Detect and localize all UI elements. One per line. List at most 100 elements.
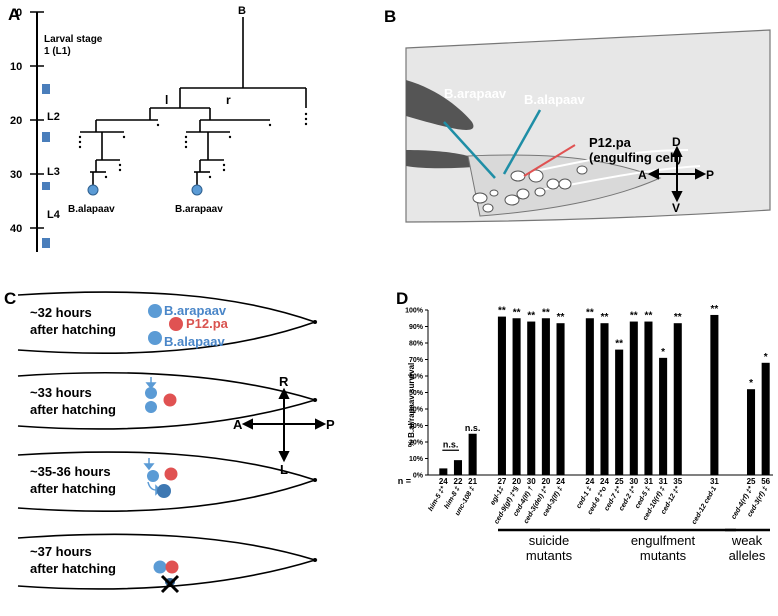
orientation-axis-c <box>241 387 327 463</box>
stage-label-l3: L3 <box>47 166 60 178</box>
time-3-line2: after hatching <box>30 481 116 496</box>
time-1-line2: after hatching <box>30 322 116 337</box>
significance-label: ** <box>527 311 535 322</box>
n-value: 31 <box>659 477 668 486</box>
bar <box>615 349 624 475</box>
stage-label-l4: L4 <box>47 209 61 221</box>
panel-label-d: D <box>396 289 408 308</box>
tick-label-10: 10 <box>10 61 22 73</box>
cell-dot-right <box>191 184 203 196</box>
significance-label: * <box>749 378 753 389</box>
time-3-line1: ~35-36 hours <box>30 464 111 479</box>
significance-label: ** <box>557 312 565 323</box>
significance-label: * <box>661 347 665 358</box>
panel-d: D % B.al/rapaav survival n = 0%10%20%30%… <box>370 280 778 611</box>
chart-content: 0%10%20%30%40%50%60%70%80%90%100%24him-5… <box>405 304 773 526</box>
cell-p12pa-stage1 <box>169 317 183 331</box>
category-label: him-5 ‡* <box>427 485 447 512</box>
bar <box>710 314 719 475</box>
n-value: 24 <box>585 477 594 486</box>
n-value: 20 <box>512 477 521 486</box>
stage-heading-line1: Larval stage <box>44 34 103 45</box>
time-4-line2: after hatching <box>30 561 116 576</box>
label-c-arapaav: B.arapaav <box>164 303 227 318</box>
cell-p12pa-stage2 <box>163 393 177 407</box>
axis-c-l: L <box>280 462 288 477</box>
group-label-suicide: suicide <box>529 533 569 548</box>
label-c-p12pa: P12.pa <box>186 316 229 331</box>
significance-label: ** <box>586 307 594 318</box>
y-axis-title: % B.al/rapaav survival <box>407 363 416 448</box>
time-2-line2: after hatching <box>30 402 116 417</box>
branch-label-l: l <box>165 93 168 107</box>
branch-label-r: r <box>226 93 231 107</box>
y-tick-label: 20% <box>409 440 424 447</box>
time-2-line1: ~33 hours <box>30 385 92 400</box>
lineage-root-label: B <box>238 5 246 17</box>
cell-alapaav-stage1 <box>148 331 162 345</box>
axis-b-a: A <box>638 168 647 182</box>
n-label: n = <box>398 476 411 486</box>
label-b-alapaav: B.alapaav <box>524 92 585 107</box>
cell-survivor-stage4 <box>153 560 167 574</box>
panel-label-a: A <box>8 5 20 24</box>
time-4-line1: ~37 hours <box>30 544 92 559</box>
ns-label: n.s. <box>443 439 459 449</box>
tissue-dark-lower <box>406 150 488 169</box>
cell-label-arapaav: B.arapaav <box>175 204 223 215</box>
n-value: 35 <box>673 477 682 486</box>
label-engulfing-cell: (engulfing cell) <box>589 150 681 165</box>
significance-label: * <box>764 352 768 363</box>
bar <box>600 323 609 475</box>
n-value: 24 <box>556 477 565 486</box>
significance-label: ** <box>710 304 718 315</box>
axis-b-d: D <box>672 135 681 149</box>
molt-markers <box>42 84 50 248</box>
n-value: 31 <box>710 477 719 486</box>
n-value: 25 <box>747 477 756 486</box>
survival-bar-chart: D % B.al/rapaav survival n = 0%10%20%30%… <box>396 289 773 563</box>
tick-label-30: 30 <box>10 169 22 181</box>
y-tick-label: 80% <box>409 341 424 348</box>
y-tick-label: 40% <box>409 407 424 414</box>
cell-alapaav-stage2 <box>145 401 157 413</box>
cell-nuclei <box>472 165 588 213</box>
cross-icon <box>160 574 180 594</box>
bar <box>556 323 565 475</box>
pointer-arapaav <box>443 121 496 179</box>
cell-arapaav-stage3 <box>147 470 159 482</box>
cell-arapaav-stage2 <box>145 387 157 399</box>
lineage-continuation-dots <box>78 112 308 179</box>
bar <box>468 433 477 475</box>
panel-label-c: C <box>4 289 16 308</box>
significance-label: n.s. <box>465 423 481 433</box>
y-tick-label: 90% <box>409 324 424 331</box>
label-p12pa: P12.pa <box>589 135 632 150</box>
n-value: 27 <box>497 477 506 486</box>
lineage-tree <box>80 17 307 186</box>
bar <box>497 316 506 475</box>
n-value: 22 <box>454 477 463 486</box>
y-tick-label: 30% <box>409 423 424 430</box>
pointer-p12pa <box>523 144 576 177</box>
group-label-weak: weak <box>731 533 763 548</box>
n-value: 25 <box>615 477 624 486</box>
n-value: 56 <box>761 477 770 486</box>
cell-engulfed-stage3 <box>157 484 171 498</box>
cell-p12pa-stage3 <box>164 467 178 481</box>
axis-b-p: P <box>706 168 714 182</box>
significance-label: ** <box>645 311 653 322</box>
group-label-engulfment-mutants: mutants <box>640 548 687 563</box>
tissue-dark-upper <box>406 80 474 130</box>
label-c-alapaav: B.alapaav <box>164 334 225 349</box>
bar <box>644 321 653 475</box>
panel-a: A 0 10 20 30 40 Larval stage 1 (L1) L2 L… <box>0 0 330 270</box>
group-label-weak-alleles: alleles <box>729 548 766 563</box>
panel-b: B B.arapaav B.alapaav P12.pa (engulfing … <box>370 0 778 270</box>
n-value: 24 <box>600 477 609 486</box>
orientation-axis-b <box>647 145 707 203</box>
bar <box>512 318 521 475</box>
significance-label: ** <box>674 312 682 323</box>
time-1-line1: ~32 hours <box>30 305 92 320</box>
stage-heading-line2: 1 (L1) <box>44 46 71 57</box>
